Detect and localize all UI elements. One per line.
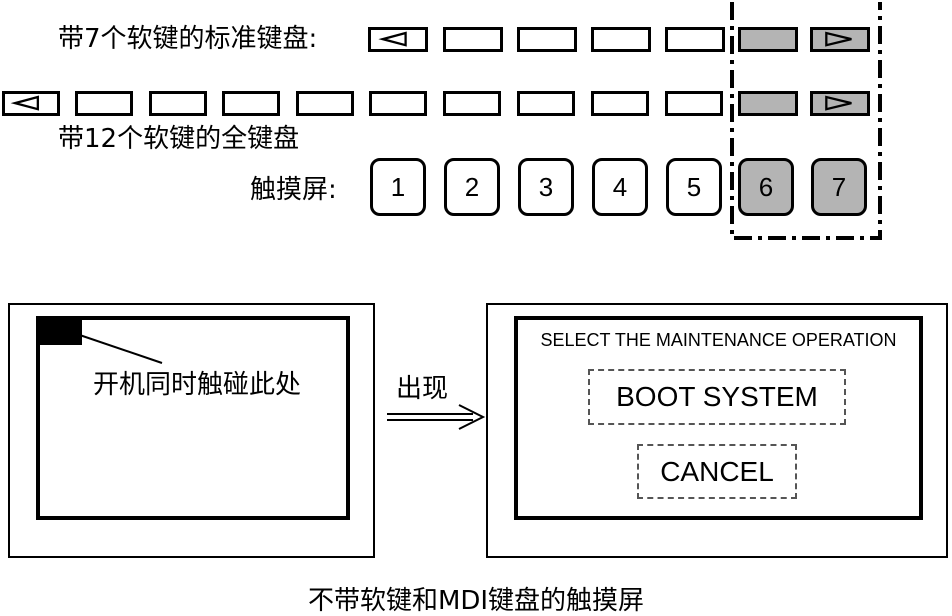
- row2-label: 带12个软键的全键盘: [58, 124, 300, 154]
- double-arrow-icon: [387, 404, 486, 430]
- row1-soft-key-5[interactable]: [665, 27, 725, 52]
- figure-caption: 不带软键和MDI键盘的触摸屏: [307, 586, 645, 616]
- cancel-button[interactable]: CANCEL: [637, 444, 797, 499]
- right-screen-display: [514, 316, 923, 520]
- row1-soft-key-4[interactable]: [591, 27, 651, 52]
- row2-soft-key-3[interactable]: [149, 91, 207, 116]
- touch-key-1[interactable]: 1: [370, 158, 426, 216]
- row1-label: 带7个软键的标准键盘:: [58, 24, 318, 54]
- touch-key-3[interactable]: 3: [518, 158, 574, 216]
- row2-soft-key-6[interactable]: [369, 91, 427, 116]
- row2-soft-key-5[interactable]: [296, 91, 354, 116]
- row2-soft-key-11[interactable]: [738, 91, 798, 116]
- row2-soft-key-8[interactable]: [517, 91, 575, 116]
- row1-soft-key-2[interactable]: [443, 27, 503, 52]
- row2-soft-key-7[interactable]: [443, 91, 501, 116]
- left-arrow-icon: [10, 95, 39, 111]
- row1-soft-key-6[interactable]: [738, 27, 798, 52]
- touch-key-7[interactable]: 7: [811, 158, 867, 216]
- touch-key-2[interactable]: 2: [444, 158, 500, 216]
- row2-left-arrow-key[interactable]: [2, 91, 60, 116]
- highlight-dashdot-frame: [730, 2, 882, 240]
- row2-soft-key-9[interactable]: [591, 91, 649, 116]
- left-arrow-icon: [378, 31, 407, 47]
- row2-soft-key-2[interactable]: [75, 91, 133, 116]
- touch-corner-area[interactable]: [39, 319, 82, 345]
- right-arrow-icon: [825, 31, 852, 47]
- transition-label: 出现: [396, 374, 449, 404]
- right-arrow-icon: [825, 95, 852, 111]
- row1-left-arrow-key[interactable]: [368, 27, 428, 52]
- left-screen-outer-frame: [8, 303, 375, 558]
- touch-key-6[interactable]: 6: [738, 158, 794, 216]
- touch-key-5[interactable]: 5: [666, 158, 722, 216]
- row2-right-arrow-key[interactable]: [810, 91, 870, 116]
- row2-soft-key-10[interactable]: [665, 91, 723, 116]
- row3-label: 触摸屏:: [250, 175, 337, 205]
- touch-key-4[interactable]: 4: [592, 158, 648, 216]
- row2-soft-key-4[interactable]: [222, 91, 280, 116]
- left-screen-display[interactable]: [36, 316, 350, 520]
- row1-right-arrow-key[interactable]: [810, 27, 870, 52]
- callout-leader-line: [61, 328, 163, 364]
- row1-soft-key-3[interactable]: [517, 27, 577, 52]
- maintenance-header: SELECT THE MAINTENANCE OPERATION: [540, 330, 897, 350]
- left-screen-callout-text: 开机同时触碰此处: [93, 370, 302, 400]
- boot-system-button[interactable]: BOOT SYSTEM: [588, 369, 846, 425]
- right-screen-outer-frame: [486, 303, 948, 558]
